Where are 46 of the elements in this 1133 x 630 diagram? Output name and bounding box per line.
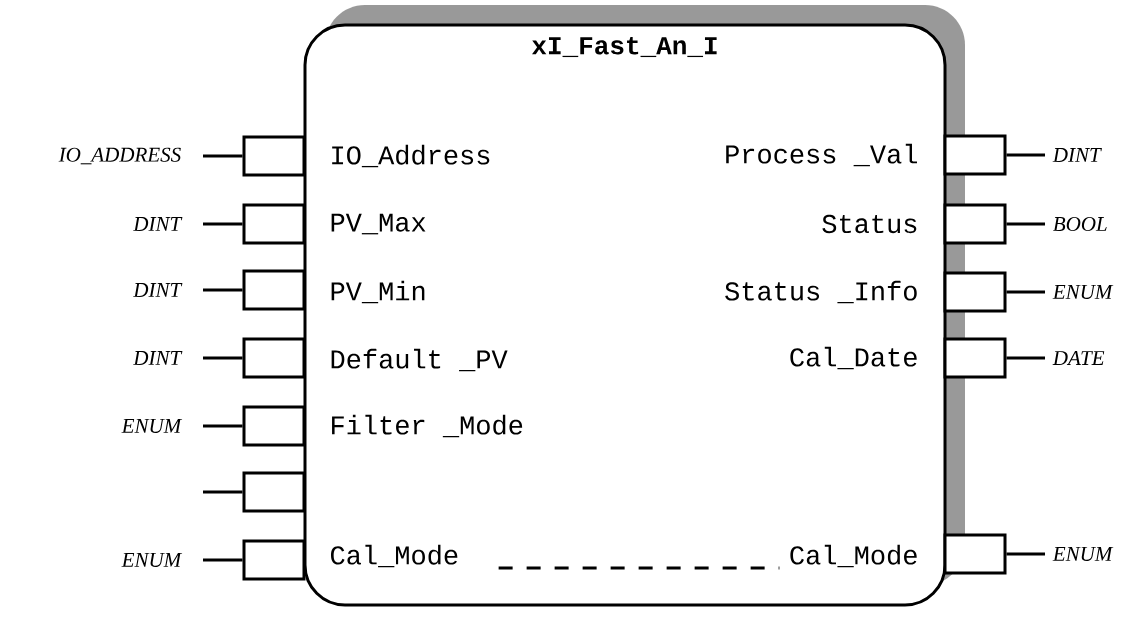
wire bbox=[203, 424, 243, 428]
pin-box bbox=[943, 203, 1007, 245]
pin-name: PV_Max bbox=[331, 213, 426, 235]
type-label: DATE bbox=[1052, 351, 1105, 365]
wire bbox=[203, 154, 243, 158]
wire bbox=[1006, 552, 1045, 556]
type-label: DINT bbox=[1052, 148, 1102, 162]
pin-name: Status _Info bbox=[725, 280, 917, 304]
pin-box bbox=[242, 405, 306, 447]
pin-box bbox=[943, 134, 1007, 176]
pin-box bbox=[943, 533, 1007, 575]
pin-name: Status bbox=[822, 214, 917, 234]
pin-name: Cal_Mode bbox=[331, 544, 458, 568]
wire bbox=[203, 288, 243, 292]
type-label: ENUM bbox=[1052, 285, 1114, 299]
wire bbox=[203, 558, 243, 562]
pin-name: Filter _Mode bbox=[332, 414, 523, 438]
wire bbox=[203, 490, 243, 494]
pin-box bbox=[242, 203, 306, 245]
pin-name: Default _PV bbox=[331, 348, 508, 372]
pin-name: PV_Min bbox=[331, 280, 425, 304]
pin-box bbox=[943, 337, 1007, 379]
type-label: ENUM bbox=[121, 419, 183, 433]
wire bbox=[1006, 356, 1045, 360]
wire bbox=[1006, 222, 1045, 226]
pin-name: IO_Address bbox=[332, 144, 490, 168]
type-label: ENUM bbox=[1052, 547, 1114, 561]
type-label: ENUM bbox=[121, 553, 183, 567]
pin-box bbox=[242, 539, 306, 581]
type-label: DINT bbox=[133, 283, 183, 297]
pin-name: Cal_Mode bbox=[790, 544, 917, 568]
pin-box bbox=[242, 337, 306, 379]
pin-box bbox=[242, 135, 306, 177]
pin-name: Process _Val bbox=[726, 143, 917, 167]
type-label: DINT bbox=[133, 351, 183, 365]
type-label: IO_ADDRESS bbox=[58, 147, 181, 165]
type-label: BOOL bbox=[1053, 216, 1107, 232]
wire bbox=[1006, 290, 1045, 294]
wire bbox=[1006, 153, 1045, 157]
pin-box bbox=[242, 269, 306, 311]
type-label: DINT bbox=[133, 217, 183, 231]
pin-name: Cal_Date bbox=[790, 346, 917, 370]
wire bbox=[203, 222, 243, 226]
pin-box bbox=[943, 271, 1007, 313]
pin-box bbox=[242, 471, 306, 513]
wire bbox=[203, 356, 243, 360]
